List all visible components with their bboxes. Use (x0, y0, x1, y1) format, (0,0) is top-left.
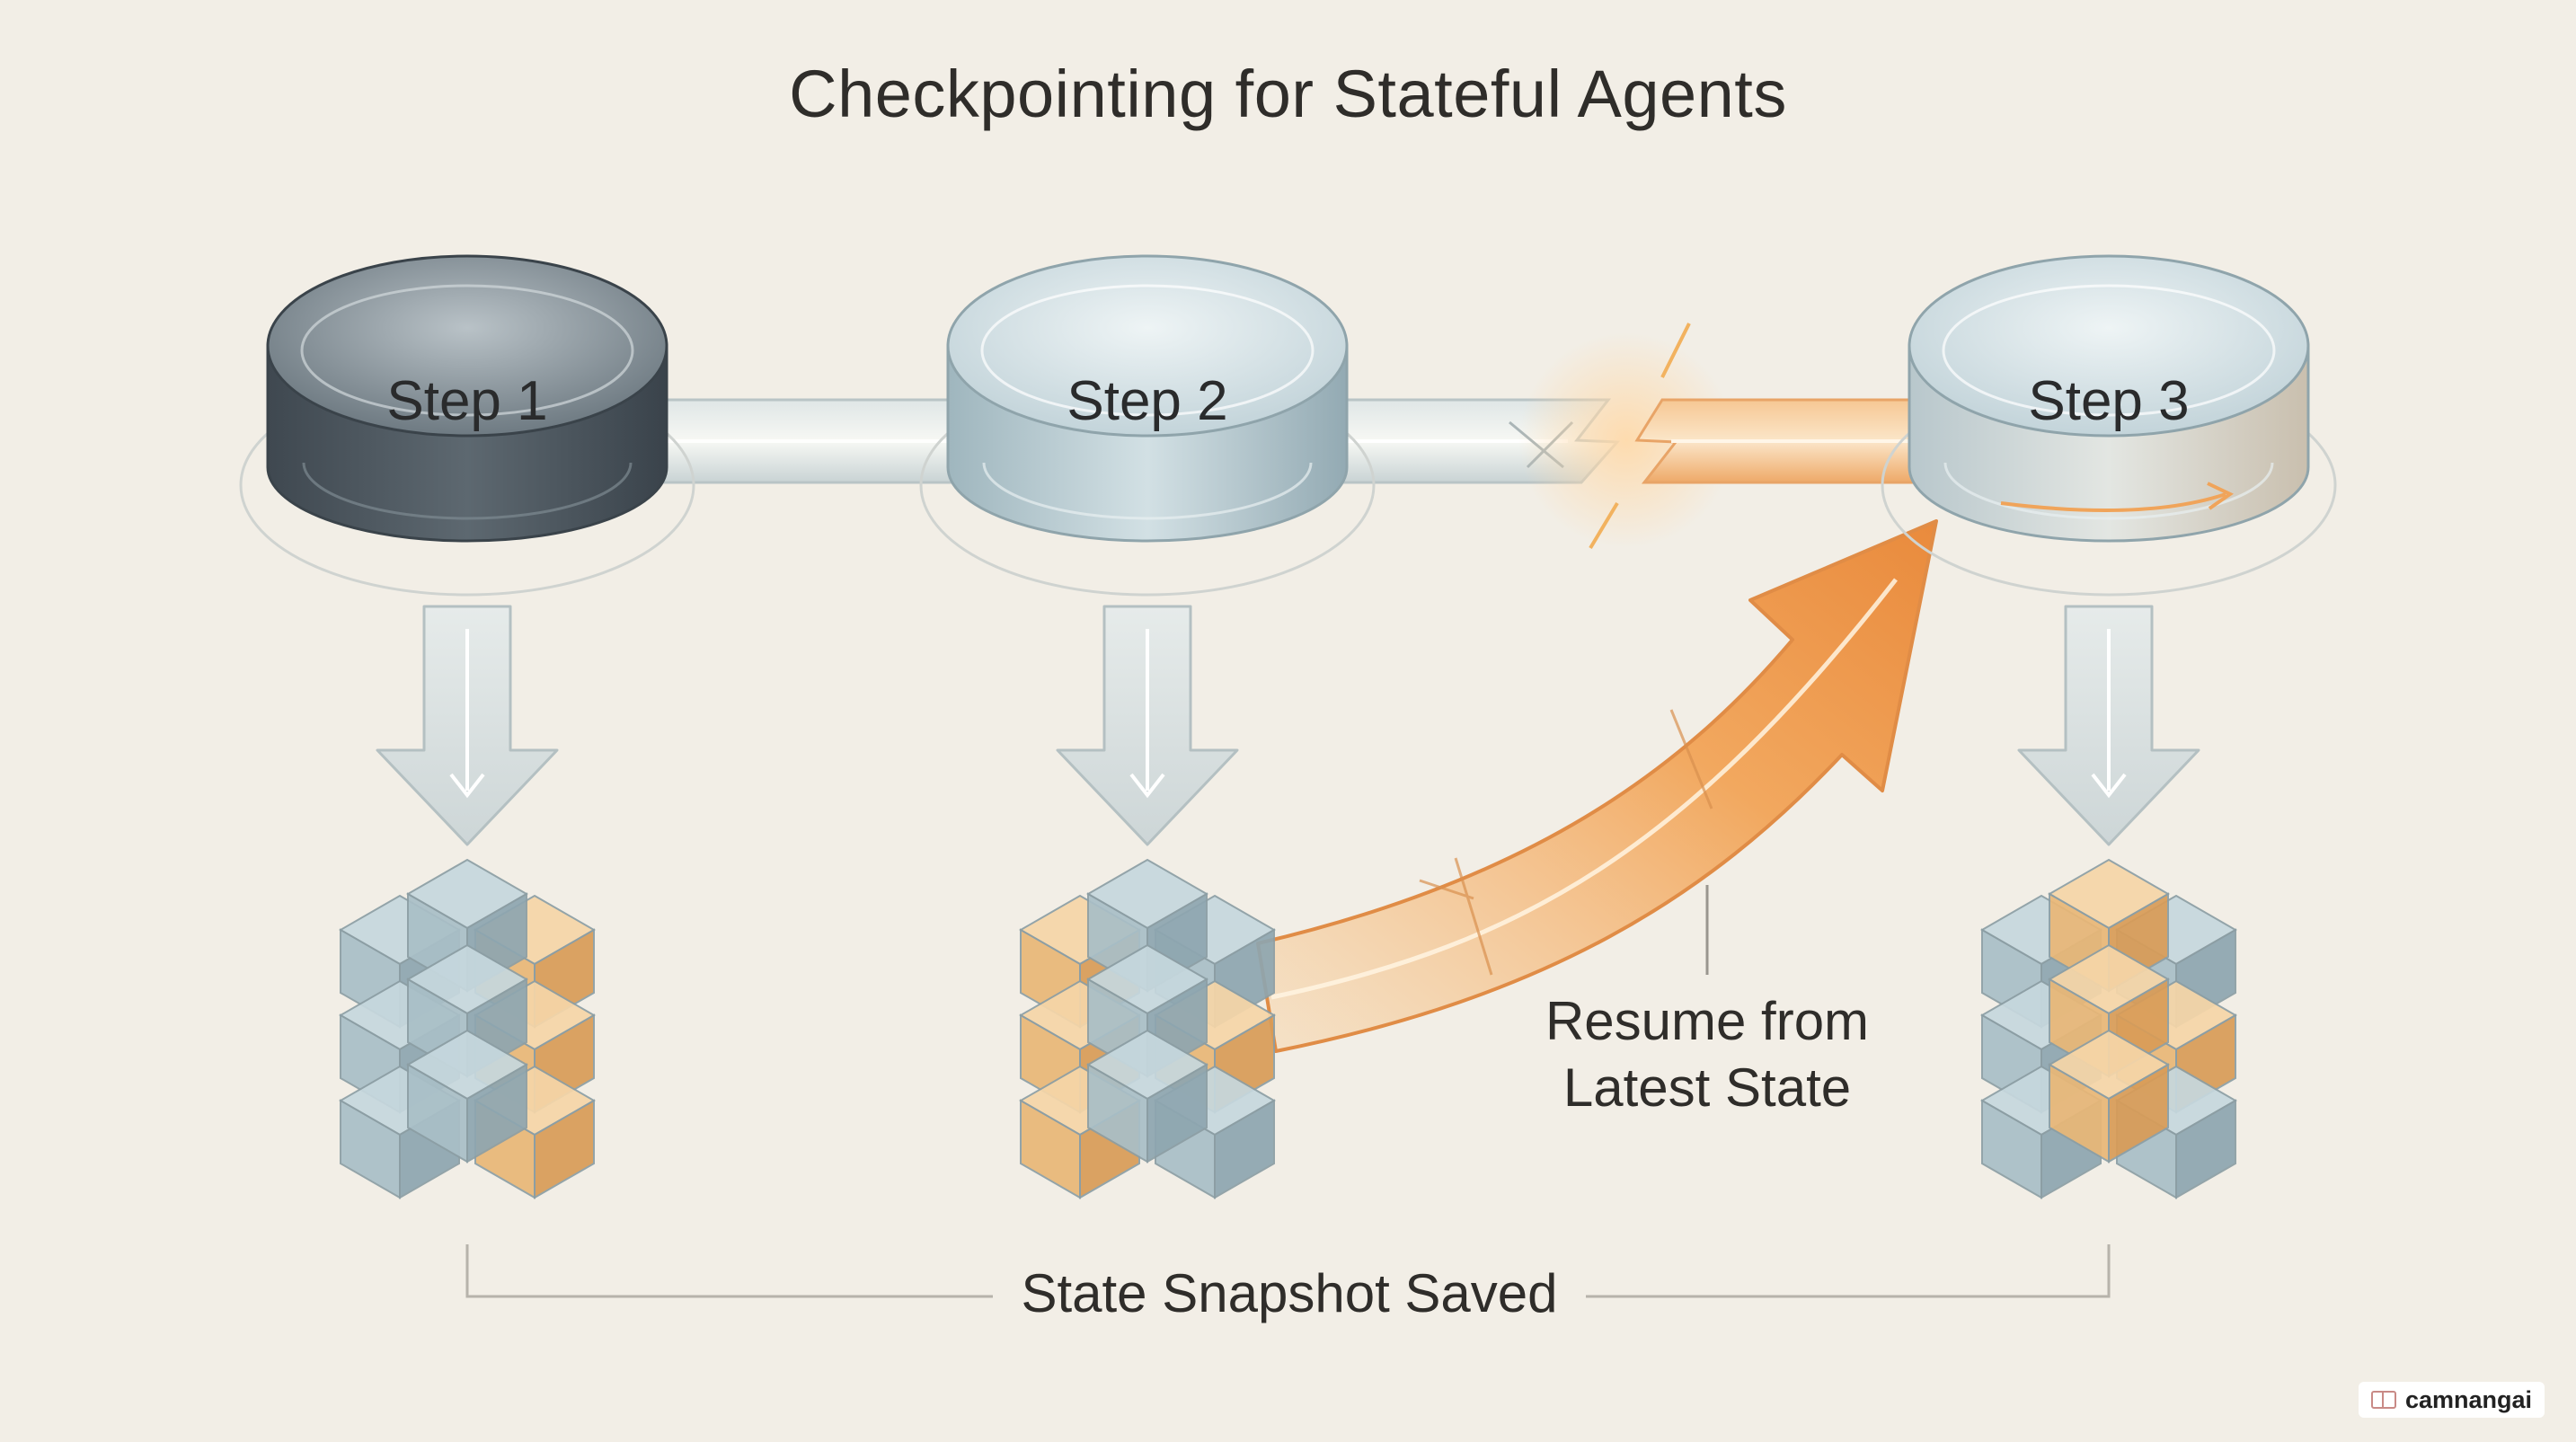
book-icon (2371, 1391, 2396, 1409)
step-3-down-arrow (2017, 605, 2200, 846)
resume-label-line-1: Resume from (1545, 991, 1870, 1051)
step-2-down-arrow (1056, 605, 1239, 846)
step-3-label: Step 3 (2028, 370, 2189, 432)
pipe-break-step3 (1634, 398, 1916, 484)
step-3-disc: Step 3 (1881, 254, 2337, 597)
step-3-snapshot-cubes (1979, 858, 2238, 1199)
step-1-label: Step 1 (386, 370, 547, 432)
snapshot-caption: State Snapshot Saved (993, 1262, 1586, 1324)
watermark-text: camnangai (2405, 1385, 2533, 1413)
step-2-snapshot-cubes (1018, 858, 1277, 1199)
step-1-down-arrow (376, 605, 559, 846)
broken-link-spark (1518, 323, 1734, 550)
resume-label-line-2: Latest State (1562, 1057, 1852, 1118)
resume-label: Resume from Latest State (1509, 988, 1905, 1121)
step-1-snapshot-cubes (338, 858, 597, 1199)
watermark: camnangai (2359, 1382, 2545, 1418)
resume-arrow (1256, 519, 1938, 1053)
step-2-disc: Step 2 (919, 254, 1376, 597)
step-2-label: Step 2 (1067, 370, 1227, 432)
pipe-step1-step2 (654, 398, 963, 484)
step-1-disc: Step 1 (239, 254, 695, 597)
diagram-title: Checkpointing for Stateful Agents (789, 57, 1787, 131)
